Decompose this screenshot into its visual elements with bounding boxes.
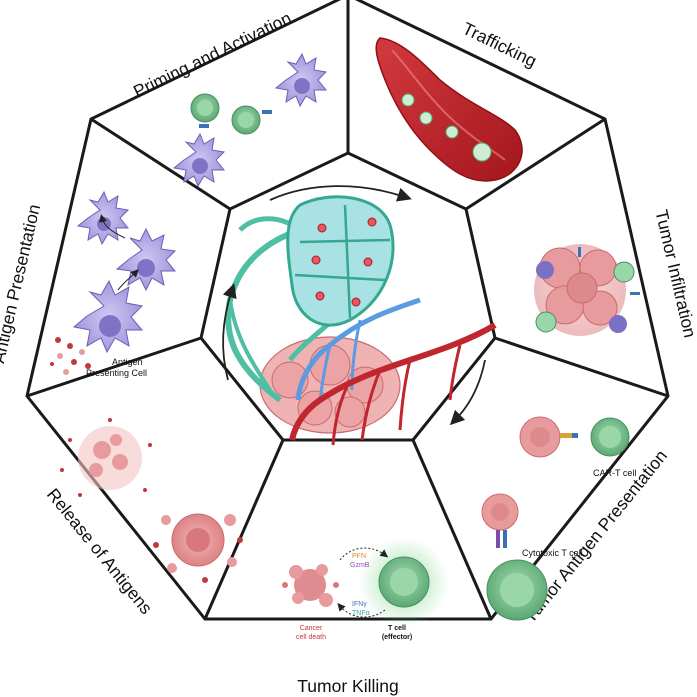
apc-bottom <box>72 279 144 354</box>
central-illustration <box>222 185 497 446</box>
cycle-arrow-top <box>269 185 412 202</box>
lysing-tumor-cell <box>153 513 243 583</box>
antigen-presentation-illustration: Antigen Presenting Cell <box>50 190 177 378</box>
tumor-killing-illustration: PFN GzmB IFNγ TNFα Cancer cell death T c… <box>282 537 449 641</box>
car-t-pair: CAR-T cell <box>519 416 636 478</box>
cycle-arrow-right <box>449 359 486 426</box>
trafficking-blood-vessel <box>375 37 523 182</box>
cytotoxic-pair: Cytotoxic T cell <box>481 493 583 621</box>
release-antigens-illustration <box>60 418 243 583</box>
cancer-death-label-2: cell death <box>296 634 326 641</box>
title-tumor-killing: Tumor Killing <box>297 676 398 696</box>
title-tumor-infiltration: Tumor Infiltration <box>651 208 697 340</box>
t-cell-effector-label-1: T cell <box>388 625 406 632</box>
tnf-label: TNFα <box>352 610 370 617</box>
cancer-death-label-1: Cancer <box>300 625 323 632</box>
cycle-arrow-left <box>222 283 237 381</box>
dendritic-cell-bottom <box>172 132 226 188</box>
tumor-infiltration-illustration <box>534 244 640 336</box>
priming-illustration <box>172 52 328 188</box>
title-antigen-presentation: Antigen Presentation <box>0 202 44 365</box>
t-cell-in-vessel <box>401 93 492 162</box>
dying-cancer-cell <box>282 564 339 607</box>
antigen-cloud <box>60 418 152 497</box>
ifn-label: IFNγ <box>352 601 367 608</box>
lymph-node <box>286 195 395 327</box>
car-t-label: CAR-T cell <box>593 468 636 478</box>
effector-t-cell <box>378 556 430 608</box>
dendritic-cell-top <box>274 52 328 108</box>
red-vessels <box>289 322 497 446</box>
apc-label-line1: Antigen <box>112 357 143 367</box>
t-cell-effector-label-2: (effector) <box>382 634 412 641</box>
pfn-label: PFN <box>352 553 366 560</box>
tumor-antigen-illustration: CAR-T cell Cytotoxic T cell <box>481 416 636 621</box>
gzmb-label: GzmB <box>350 562 370 569</box>
apc-label-line2: Presenting Cell <box>86 368 147 378</box>
antigen-particles <box>50 337 91 375</box>
cytotoxic-label: Cytotoxic T cell <box>522 548 583 558</box>
